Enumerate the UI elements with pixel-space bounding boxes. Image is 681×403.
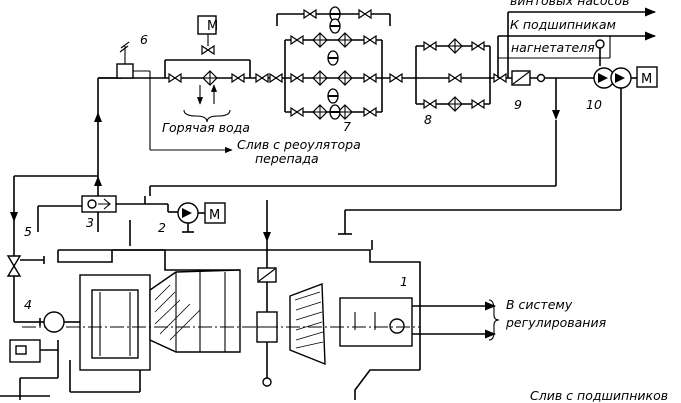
blower-label: нагнетателя: [511, 40, 595, 55]
drain-regulator-label-1: Слив с реоулятора: [237, 137, 361, 152]
callout-7: 7: [343, 119, 351, 134]
drain-regulator-label-2: перепада: [255, 151, 319, 166]
pump-4: [0, 311, 141, 400]
callout-5: 5: [24, 224, 32, 239]
hot-water-label: Горячая вода: [162, 120, 250, 135]
callout-6: 6: [140, 32, 148, 47]
element-9: [497, 7, 657, 120]
motor-1-label: М: [207, 19, 218, 34]
machine-housing: [22, 200, 500, 400]
callout-4: 4: [24, 297, 32, 312]
callout-10: 10: [586, 97, 602, 112]
motor-3-label: М: [209, 208, 220, 223]
callout-9: 9: [514, 97, 522, 112]
pump-10: [338, 39, 658, 235]
to-bearings-label: К подшипникам: [510, 17, 616, 32]
drain-bearings-label: Слив с подшипников: [530, 388, 669, 403]
screw-pumps-label: винтовых насосов: [510, 0, 630, 8]
pump-2: [129, 202, 226, 246]
control-system-label-1: В систему: [506, 297, 573, 312]
control-system-label-2: регулирования: [506, 315, 607, 330]
callout-8: 8: [424, 112, 432, 127]
callout-3: 3: [86, 215, 94, 230]
block-8: [415, 38, 507, 112]
element-5: [6, 236, 45, 323]
return-line: [149, 185, 556, 196]
callout-1: 1: [400, 274, 408, 289]
block-3: [10, 175, 146, 236]
node-6-regulator: [116, 41, 233, 154]
block-7: [255, 6, 403, 120]
motor-2-label: М: [641, 72, 652, 87]
cooler-bypass: [164, 15, 251, 123]
callout-2: 2: [158, 220, 166, 235]
